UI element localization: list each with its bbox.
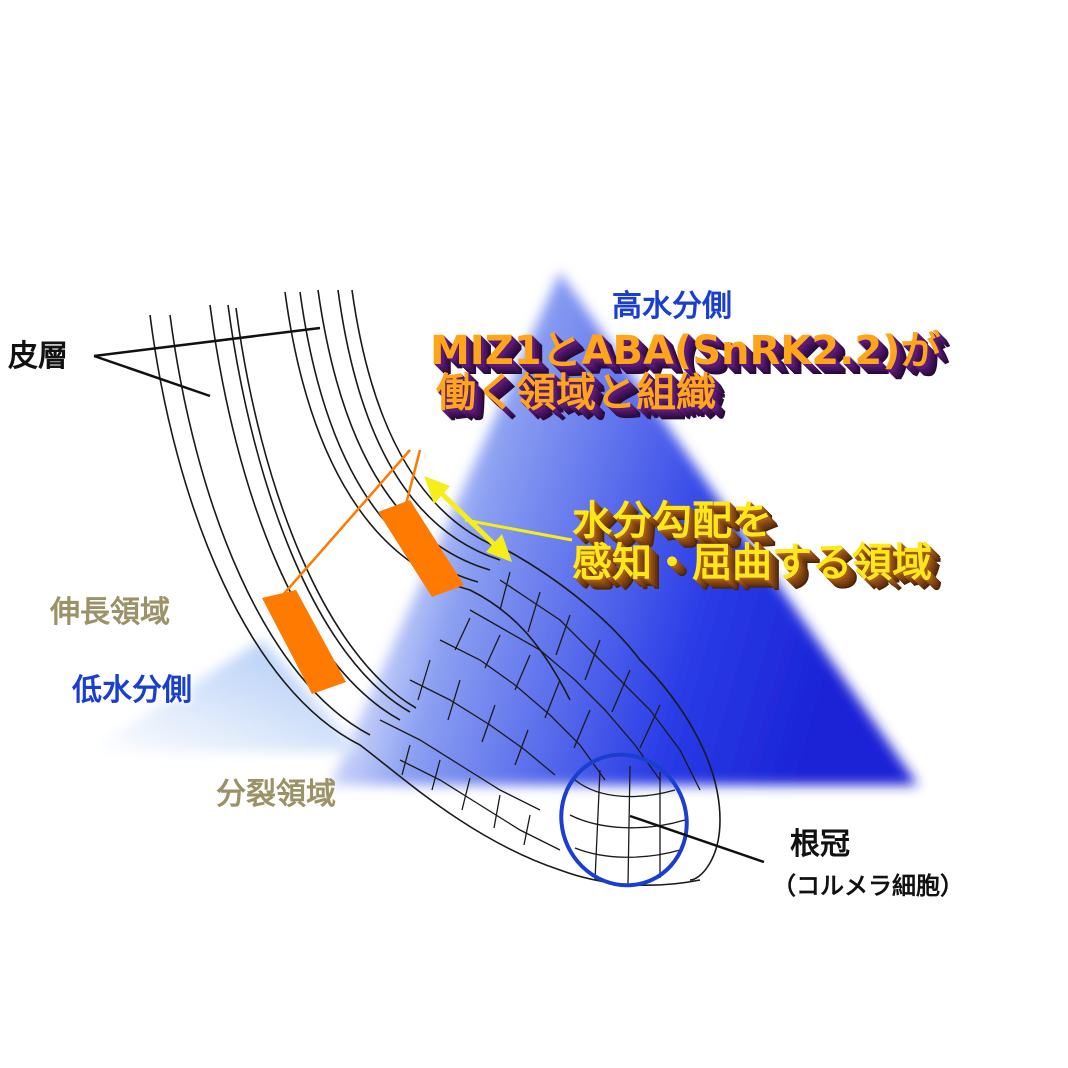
miz1-callout-line-2: 働く領域と組織 bbox=[436, 370, 716, 416]
high-water-side-label: 高水分側 bbox=[612, 289, 732, 324]
orange-band-upper bbox=[378, 500, 464, 597]
high-water-gradient-triangle bbox=[330, 272, 918, 785]
low-water-side-label: 低水分側 bbox=[72, 673, 192, 708]
sensing-callout-line-1: 水分勾配を bbox=[572, 498, 772, 544]
leader-lines bbox=[93, 326, 765, 864]
water-sensing-callout: 水分勾配を 感知・屈曲する領域 bbox=[572, 500, 932, 584]
low-water-gradient-triangle bbox=[88, 640, 360, 752]
epidermis-label: 皮層 bbox=[8, 339, 68, 374]
root-tip-cells bbox=[379, 571, 701, 851]
miz1-aba-callout: MIZ1とABA(SnRK2.2)が 働く領域と組織 bbox=[430, 330, 940, 414]
root-outline bbox=[149, 289, 721, 886]
division-zone-label: 分裂領域 bbox=[216, 777, 336, 812]
miz1-pointer-line-1 bbox=[281, 449, 411, 597]
sensing-arrow bbox=[424, 476, 573, 562]
root-cap-label: 根冠 bbox=[790, 827, 850, 862]
elongation-zone-label: 伸長領域 bbox=[50, 595, 170, 630]
miz1-pointer-line-2 bbox=[403, 449, 422, 509]
columella-outline bbox=[559, 752, 689, 888]
columella-cells-label: （コルメラ細胞） bbox=[772, 872, 964, 900]
orange-band-lower bbox=[262, 590, 346, 694]
miz1-callout-line-1: MIZ1とABA(SnRK2.2)が bbox=[430, 328, 941, 374]
sensing-callout-line-2: 感知・屈曲する領域 bbox=[572, 540, 932, 586]
